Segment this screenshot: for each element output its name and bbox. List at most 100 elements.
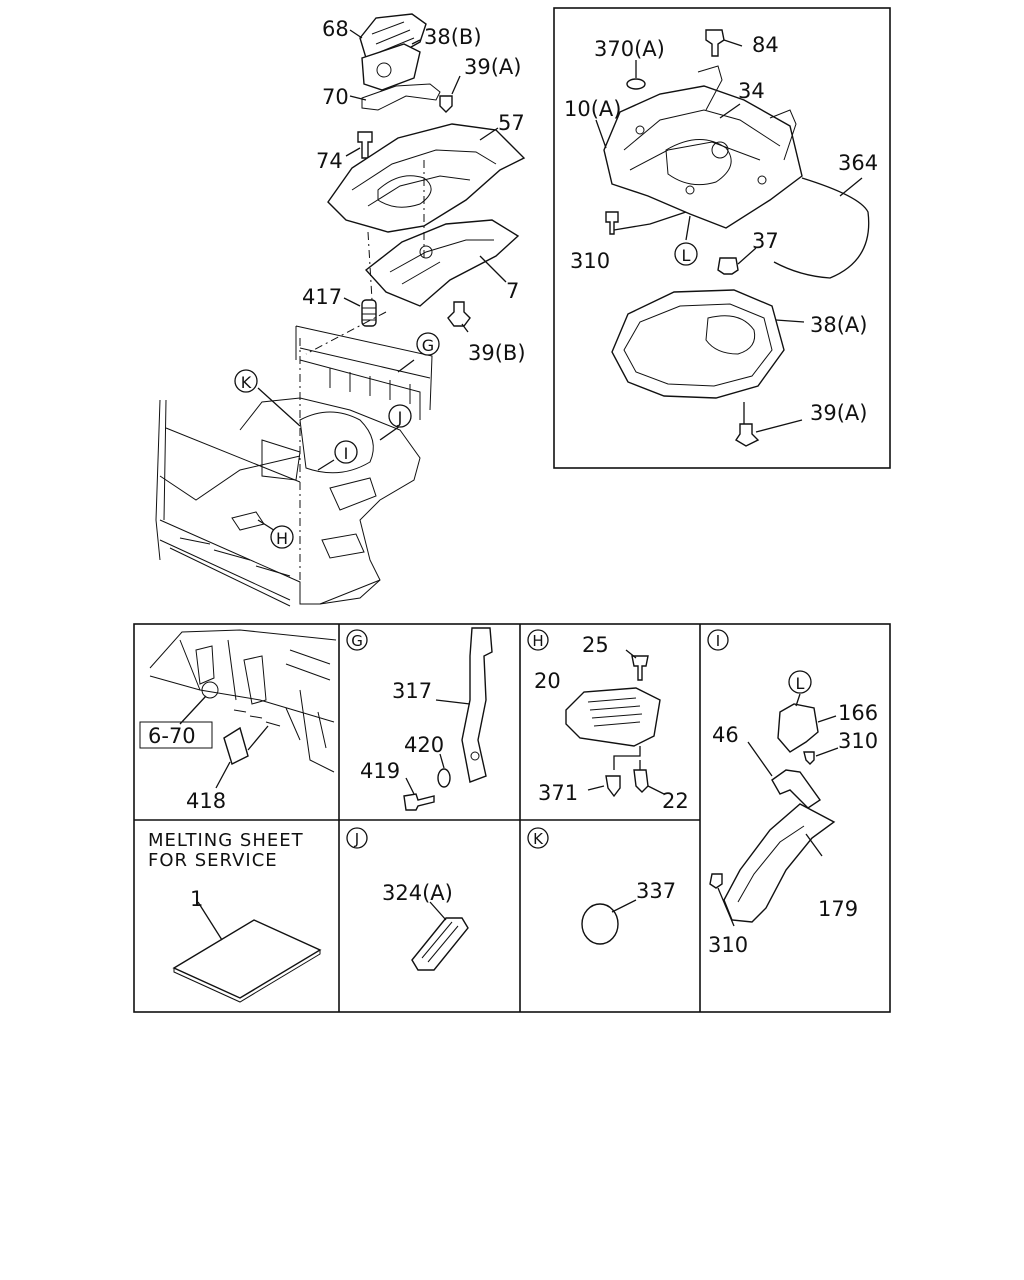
part-364-cable	[773, 177, 870, 279]
label-39a: 39(A)	[810, 401, 867, 425]
label-68: 68	[322, 17, 349, 41]
label-179: 179	[818, 897, 858, 921]
ref-j-text: J	[397, 408, 403, 427]
detail-cell-j	[346, 827, 469, 971]
part-39b-clip	[447, 301, 471, 327]
ref-circle-h	[270, 525, 294, 549]
label-370a: 370(A)	[594, 37, 665, 61]
label-310-bottom: 310	[708, 933, 748, 957]
part-34-shape	[603, 85, 803, 229]
detail-cell-g	[346, 627, 493, 811]
part-420-washer	[437, 768, 451, 788]
label-418: 418	[186, 789, 226, 813]
label-37: 37	[752, 229, 779, 253]
label-166: 166	[838, 701, 878, 725]
label-70: 70	[322, 85, 349, 109]
label-34: 34	[738, 79, 765, 103]
ref-h-text: H	[276, 529, 288, 548]
part-337-plug	[581, 903, 619, 945]
ref-i-text: I	[344, 444, 349, 463]
label-310-top: 310	[838, 729, 878, 753]
ref-box-6-70	[139, 721, 213, 749]
part-39a-clip-top	[439, 95, 453, 113]
part-371-clip	[605, 775, 621, 798]
cell-g-letter: G	[351, 632, 363, 650]
label-417: 417	[302, 285, 342, 309]
service-line-2: FOR SERVICE	[148, 850, 278, 871]
detail-cell-ref	[139, 629, 337, 789]
ref-l-text: L	[682, 246, 691, 265]
label-317: 317	[392, 679, 432, 703]
part-419-bolt	[403, 793, 435, 811]
cell-k-letter: K	[533, 830, 544, 848]
part-22-clip	[633, 769, 649, 793]
inset-spare-tire-tray	[553, 7, 891, 469]
part-324a-shape	[411, 917, 469, 971]
label-419: 419	[360, 759, 400, 783]
label-25: 25	[582, 633, 609, 657]
part-166-shape	[777, 703, 819, 753]
ref-g-text: G	[422, 336, 434, 355]
detail-cell-service	[172, 901, 322, 1003]
detail-cell-i	[707, 629, 839, 927]
part-20-shape	[565, 687, 661, 747]
label-364: 364	[838, 151, 878, 175]
part-7-shape	[364, 219, 520, 307]
label-46: 46	[712, 723, 739, 747]
ref-circle-j	[388, 404, 412, 428]
ref-circle-k	[234, 369, 258, 393]
part-310-bolt	[605, 211, 619, 235]
main-exploded-view	[155, 13, 526, 607]
floor-body	[155, 325, 433, 607]
part-38b-shape	[361, 43, 421, 91]
label-57: 57	[498, 111, 525, 135]
label-7: 7	[506, 279, 519, 303]
part-417-shape	[361, 299, 377, 327]
ref-circle-i	[334, 440, 358, 464]
detail-grid	[133, 623, 891, 1013]
label-38b: 38(B)	[424, 25, 482, 49]
part-57-shape	[327, 123, 526, 233]
ref-box-text: 6-70	[148, 724, 196, 748]
label-22: 22	[662, 789, 689, 813]
label-337: 337	[636, 879, 676, 903]
label-1: 1	[190, 887, 203, 911]
part-1-sheet	[172, 919, 322, 999]
cell-j-letter: J	[354, 830, 359, 848]
ref-circle-g	[416, 332, 440, 356]
label-39a-top: 39(A)	[464, 55, 521, 79]
service-line-1: MELTING SHEET	[148, 830, 304, 851]
part-70-shape	[361, 83, 441, 111]
part-38a-shape	[611, 289, 785, 399]
part-317-shape	[461, 627, 493, 783]
detail-cell-k	[527, 827, 637, 945]
part-37-shape	[717, 257, 739, 275]
inset-frame	[553, 7, 891, 469]
ref-circle-l	[674, 242, 698, 266]
ref-k-text: K	[241, 373, 252, 392]
cell-i-letter: I	[716, 632, 720, 650]
label-420: 420	[404, 733, 444, 757]
part-74-bolt	[357, 131, 373, 159]
label-74: 74	[316, 149, 343, 173]
label-20: 20	[534, 669, 561, 693]
detail-cell-h	[527, 629, 665, 798]
label-38a: 38(A)	[810, 313, 867, 337]
label-310: 310	[570, 249, 610, 273]
part-310-bolt-top	[803, 751, 815, 765]
label-371: 371	[538, 781, 578, 805]
label-10a: 10(A)	[564, 97, 621, 121]
part-39a-clip	[735, 423, 760, 447]
part-310-bolt-bottom	[709, 873, 723, 889]
label-324a: 324(A)	[382, 881, 453, 905]
part-179-shape	[723, 803, 836, 923]
part-418-shape	[223, 726, 249, 765]
detail-grid-frame	[133, 623, 891, 1013]
label-84: 84	[752, 33, 779, 57]
part-84-bolt	[705, 29, 725, 57]
part-25-clip	[631, 655, 649, 681]
part-370a-plug	[626, 78, 646, 90]
part-46-shape	[771, 769, 821, 809]
cell-h-letter: H	[532, 632, 543, 650]
